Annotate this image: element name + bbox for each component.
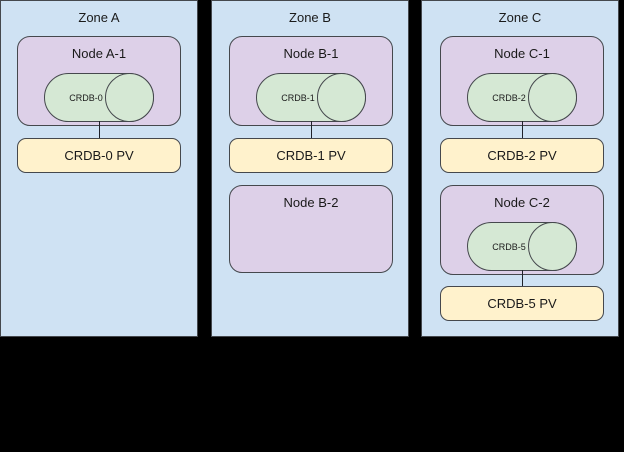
- node-c-2-title: Node C-2: [494, 195, 550, 210]
- node-a-1-title: Node A-1: [71, 46, 127, 61]
- crdb-1-pv-label: CRDB-1 PV: [276, 147, 346, 163]
- crdb-5-pv-box[interactable]: CRDB-5 PV: [440, 286, 604, 321]
- zone-a-title: Zone A: [78, 10, 120, 25]
- crdb-0-pv-label: CRDB-0 PV: [64, 147, 134, 163]
- crdb-2-cylinder[interactable]: CRDB-2: [467, 73, 577, 122]
- connector-node-c-1-to-pv: [522, 121, 523, 139]
- crdb-2-pv-box[interactable]: CRDB-2 PV: [440, 138, 604, 173]
- crdb-1-pv-box[interactable]: CRDB-1 PV: [229, 138, 393, 173]
- node-b-2-title: Node B-2: [283, 195, 339, 210]
- connector-node-b-1-to-pv: [311, 121, 312, 139]
- zone-b-title: Zone B: [289, 10, 331, 25]
- crdb-0-cylinder[interactable]: CRDB-0: [44, 73, 154, 122]
- crdb-5-pv-label: CRDB-5 PV: [487, 295, 557, 311]
- crdb-1-cylinder[interactable]: CRDB-1: [256, 73, 366, 122]
- connector-node-a-1-to-pv: [99, 121, 100, 139]
- node-b-1-title: Node B-1: [283, 46, 339, 61]
- zone-c-title: Zone C: [498, 10, 542, 25]
- crdb-5-cylinder[interactable]: CRDB-5: [467, 222, 577, 271]
- connector-node-c-2-to-pv: [522, 270, 523, 288]
- node-b-2-box[interactable]: Node B-2: [229, 185, 393, 273]
- crdb-0-pv-box[interactable]: CRDB-0 PV: [17, 138, 181, 173]
- node-c-1-title: Node C-1: [494, 46, 550, 61]
- crdb-2-pv-label: CRDB-2 PV: [487, 147, 557, 163]
